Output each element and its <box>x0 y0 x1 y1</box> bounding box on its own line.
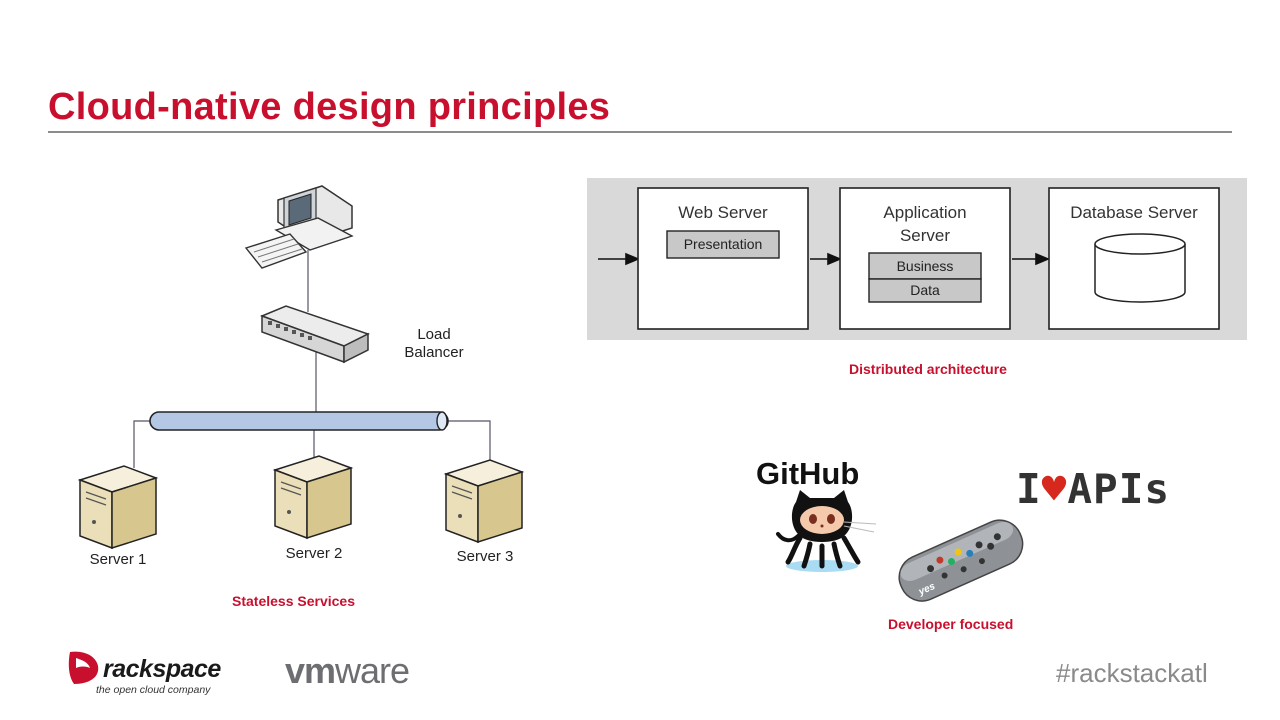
distributed-architecture-diagram: Web Server Presentation Application Serv… <box>587 178 1247 340</box>
heart-icon: ♥ <box>1041 465 1068 513</box>
server-label: Server 2 <box>286 545 343 562</box>
i-love-apis-logo: I♥APIs <box>1016 465 1171 513</box>
developer-focused-caption: Developer focused <box>888 616 1014 632</box>
github-wordmark: GitHub <box>756 456 860 491</box>
server-icon <box>443 459 525 544</box>
server-icon <box>272 455 354 540</box>
network-bus <box>149 411 449 431</box>
database-server-label: Database Server <box>1070 203 1198 222</box>
presentation-layer-label: Presentation <box>684 236 763 252</box>
client-computer-icon <box>244 185 354 269</box>
vmware-logo: vmware <box>285 650 410 691</box>
data-layer-label: Data <box>910 282 940 298</box>
load-balancer-icon <box>259 305 370 364</box>
rackspace-tagline: the open cloud company <box>96 684 211 696</box>
database-server-box <box>1048 187 1220 330</box>
server-label: Server 3 <box>457 548 514 565</box>
web-server-box <box>637 187 809 330</box>
page-title: Cloud-native design principles <box>48 86 611 128</box>
rackspace-logo-icon <box>68 651 99 684</box>
load-balancer-label: Load <box>417 326 450 343</box>
octocat-icon <box>776 490 877 572</box>
hashtag: #rackstackatl <box>1056 658 1208 688</box>
title-divider <box>48 131 1232 133</box>
application-server-label: Application <box>883 203 966 222</box>
application-server-label: Server <box>900 226 950 245</box>
server-label: Server 1 <box>90 551 147 568</box>
load-balancer-label: Balancer <box>404 344 463 361</box>
stateless-diagram: Load Balancer Server 1 Server 2 Server 3 <box>77 185 525 568</box>
web-server-label: Web Server <box>678 203 768 222</box>
application-server-box <box>839 187 1011 330</box>
tv-remote-icon: yes <box>898 519 1024 602</box>
business-layer-label: Business <box>897 258 954 274</box>
distributed-architecture-caption: Distributed architecture <box>849 361 1007 377</box>
stateless-services-caption: Stateless Services <box>232 593 355 609</box>
server-icon <box>77 465 159 550</box>
rackspace-wordmark: rackspace <box>103 655 221 683</box>
